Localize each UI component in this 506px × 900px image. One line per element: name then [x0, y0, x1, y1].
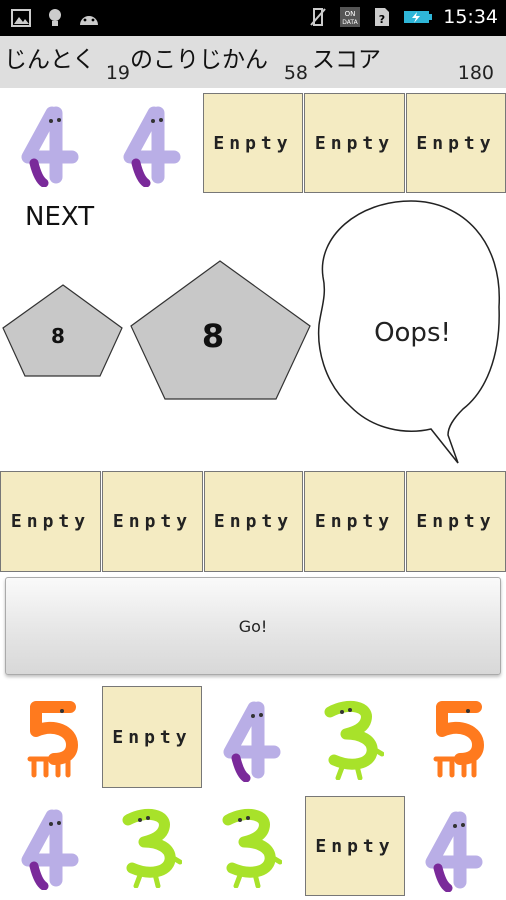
empty-slot[interactable]: Enpty [203, 93, 303, 193]
clock: 15:34 [443, 6, 498, 28]
character-three[interactable] [320, 698, 385, 784]
score-header: じんとく 19 のこりじかん 58 スコア 180 [0, 36, 506, 88]
empty-slot[interactable]: Enpty [204, 471, 303, 572]
moves-value: 19 [105, 62, 130, 84]
small-pentagon-number: 8 [51, 324, 65, 348]
battery-charging-icon [403, 6, 433, 28]
character-three[interactable] [218, 806, 283, 892]
image-icon [10, 7, 32, 29]
empty-slot[interactable]: Enpty [304, 471, 405, 572]
empty-slot[interactable]: Enpty [304, 93, 405, 193]
lightbulb-icon [44, 7, 66, 29]
character-four[interactable] [222, 700, 288, 786]
speech-bubble [317, 200, 500, 464]
character-four[interactable] [122, 105, 188, 191]
time-value: 58 [283, 62, 308, 84]
character-four[interactable] [20, 105, 86, 191]
character-four[interactable] [20, 808, 86, 894]
moves-label: じんとく [4, 47, 96, 73]
empty-slot[interactable]: Enpty [102, 686, 202, 788]
time-label: のこりじかん [130, 47, 268, 73]
go-button[interactable]: Go! [5, 577, 501, 675]
sim-alert-icon: ? [371, 6, 393, 28]
score-value: 180 [457, 62, 494, 84]
next-pieces: 8 8 [2, 260, 311, 400]
android-icon [78, 7, 100, 29]
empty-slot[interactable]: Enpty [406, 93, 506, 193]
svg-text:DATA: DATA [343, 19, 359, 26]
svg-text:ON: ON [345, 10, 356, 18]
character-three[interactable] [118, 806, 183, 892]
svg-text:?: ? [379, 13, 385, 26]
bubble-message: Oops! [374, 318, 451, 348]
empty-slot[interactable]: Enpty [102, 471, 203, 572]
large-pentagon-number: 8 [202, 317, 224, 355]
empty-slot[interactable]: Enpty [305, 796, 405, 896]
vibrate-off-icon [307, 6, 329, 28]
character-four[interactable] [424, 810, 490, 896]
empty-slot[interactable]: Enpty [0, 471, 101, 572]
empty-slot[interactable]: Enpty [406, 471, 506, 572]
large-pentagon [130, 260, 311, 400]
score-label: スコア [312, 47, 381, 73]
next-label: NEXT [25, 202, 95, 232]
small-pentagon [2, 284, 123, 377]
character-five[interactable] [14, 697, 84, 783]
character-five[interactable] [420, 697, 490, 783]
